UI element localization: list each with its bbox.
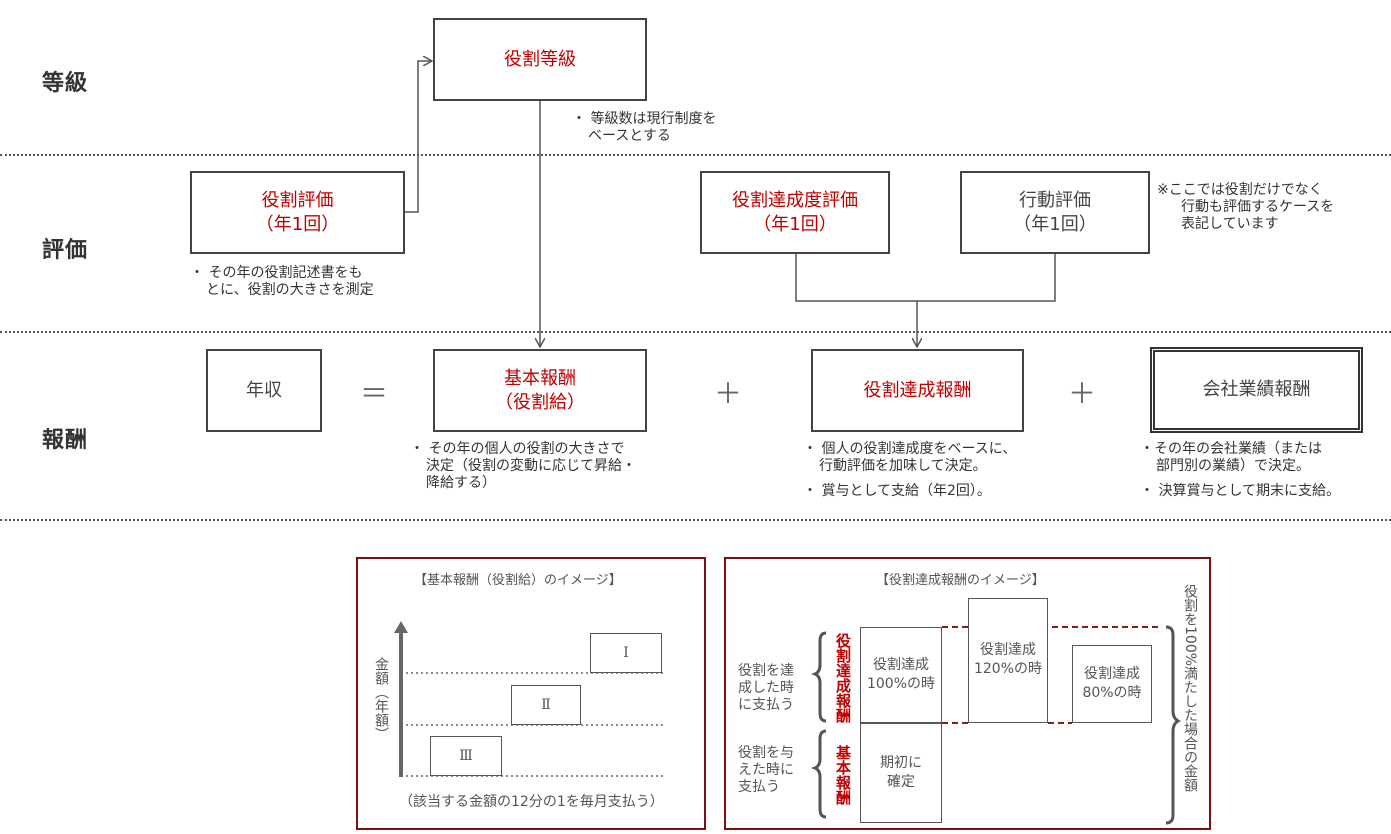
lower-brace (810, 729, 827, 819)
company-pay-note: ・その年の会社業績（または 部門別の業績）で決定。 ・ 決算賞与として期末に支給… (1140, 441, 1340, 500)
base-pay-note-line: 決定（役割の変動に応じて昇給・ (426, 458, 636, 474)
achievement-100-percent: 100%の時 (866, 676, 936, 692)
achievement-pay-image-panel: 【役割達成報酬のイメージ】 役割を達 成した時 に支払う 役割達成報酬 役割を与… (724, 557, 1211, 830)
achievement-80-percent: 80%の時 (1082, 685, 1142, 701)
base-pay-panel-lines (394, 621, 664, 777)
achievement-panel-title: 【役割達成報酬のイメージ】 (876, 573, 1045, 588)
company-performance-pay-label: 会社業績報酬 (1202, 379, 1311, 400)
plus-sign-1: ＋ (714, 377, 743, 410)
side-note-line: 行動も評価するケースを (1181, 199, 1335, 215)
base-pay-note-line: 降給する） (426, 475, 496, 491)
achievement-panel-lines (810, 625, 1181, 825)
role-evaluation-note-line: ・ その年の役割記述書をも (190, 265, 363, 281)
achievement-80-label: 役割達成 (1084, 666, 1140, 682)
base-pay-note-line: ・ その年の個人の役割の大きさで (410, 441, 625, 457)
base-pay-image-panel: 【基本報酬（役割給）のイメージ】 金額（年額） Ⅰ Ⅱ Ⅲ （該当する金額の12… (356, 557, 706, 830)
behavior-evaluation-frequency: （年1回） (1013, 213, 1097, 235)
role-evaluation-note-line: とに、役割の大きさを測定 (206, 282, 374, 298)
lower-tag: 基本報酬 (834, 745, 852, 805)
achievement-pay-label: 役割達成報酬 (863, 379, 972, 401)
achievement-120-label: 役割達成 (980, 642, 1036, 658)
upper-description-line: 成した時 (738, 680, 794, 696)
grade-box-mid: Ⅱ (511, 685, 581, 725)
base-pay-panel-title: 【基本報酬（役割給）のイメージ】 (414, 573, 622, 588)
upper-description-line: 役割を達 (738, 663, 794, 679)
y-axis-label: 金額（年額） (373, 657, 389, 741)
achievement-120-percent: 120%の時 (973, 661, 1043, 677)
annual-income-label: 年収 (246, 379, 282, 401)
base-pay-panel-caption: （該当する金額の12分の1を毎月支払う） (399, 794, 664, 810)
achievement-pay-note-line: ・ 個人の役割達成度をベースに、 (803, 441, 1017, 457)
base-pay-note: ・ その年の個人の役割の大きさで 決定（役割の変動に応じて昇給・ 降給する） (410, 441, 636, 492)
grade-note-line: ベースとする (588, 128, 671, 144)
upper-description-line: に支払う (738, 697, 794, 713)
grade-low-label: Ⅲ (459, 747, 473, 764)
grade-note: ・ 等級数は現行制度を ベースとする (572, 111, 716, 145)
role-grade-box: 役割等級 (433, 18, 647, 101)
fixed-base-box: 期初に 確定 (860, 723, 942, 823)
separator-2 (0, 331, 1391, 333)
connector-achievement-eval (795, 254, 1056, 302)
behavior-evaluation-box: 行動評価 （年1回） (960, 171, 1150, 254)
fixed-base-sublabel: 確定 (887, 774, 915, 790)
full-amount-label: 役割を100%満たした場合の金額 (1182, 584, 1198, 793)
grade-high-label: Ⅰ (623, 644, 629, 661)
equals-sign: ＝ (360, 377, 389, 410)
role-grade-label: 役割等級 (504, 48, 576, 70)
grade-box-high: Ⅰ (590, 633, 662, 673)
y-axis-arrowhead (394, 621, 408, 633)
base-pay-label: 基本報酬 (504, 367, 576, 389)
upper-description: 役割を達 成した時 に支払う (738, 663, 794, 714)
achievement-pay-note-line: 行動評価を加味して決定。 (819, 458, 987, 474)
lower-description: 役割を与 えた時に 支払う (738, 745, 794, 796)
grade-mid-label: Ⅱ (541, 696, 551, 713)
achievement-120-box: 役割達成 120%の時 (968, 598, 1048, 723)
arrow-eval-to-grade (405, 61, 432, 213)
side-note-line: 表記しています (1181, 216, 1279, 232)
section-compensation-label: 報酬 (42, 428, 89, 453)
plus-sign-2: ＋ (1068, 377, 1097, 410)
achievement-100-box: 役割達成 100%の時 (860, 627, 942, 723)
achievement-evaluation-box: 役割達成度評価 （年1回） (700, 171, 890, 254)
base-pay-box: 基本報酬 （役割給） (433, 349, 647, 432)
achievement-evaluation-frequency: （年1回） (753, 213, 837, 235)
separator-1 (0, 154, 1391, 156)
annual-income-box: 年収 (206, 349, 322, 432)
fixed-base-label: 期初に (880, 755, 922, 771)
base-pay-sublabel: （役割給） (495, 391, 585, 413)
lower-description-line: えた時に (738, 762, 794, 778)
achievement-evaluation-label: 役割達成度評価 (732, 189, 858, 211)
achievement-pay-box: 役割達成報酬 (811, 349, 1024, 432)
company-pay-note-line: ・その年の会社業績（または (1140, 441, 1322, 457)
role-evaluation-label: 役割評価 (261, 189, 334, 211)
company-performance-pay-box: 会社業績報酬 (1150, 347, 1363, 433)
right-brace (1165, 625, 1181, 825)
achievement-pay-note-line: ・ 賞与として支給（年2回）。 (803, 483, 991, 499)
company-pay-note-line: ・ 決算賞与として期末に支給。 (1140, 483, 1341, 499)
achievement-80-box: 役割達成 80%の時 (1072, 645, 1152, 723)
section-evaluation-label: 評価 (42, 238, 89, 263)
lower-description-line: 支払う (738, 779, 780, 795)
section-grade-label: 等級 (42, 71, 89, 96)
lower-description-line: 役割を与 (738, 745, 794, 761)
role-evaluation-frequency: （年1回） (255, 213, 340, 235)
evaluation-side-note: ※ここでは役割だけでなく 行動も評価するケースを 表記しています (1157, 182, 1334, 233)
grade-note-line: ・ 等級数は現行制度を (572, 111, 717, 127)
achievement-100-label: 役割達成 (873, 657, 929, 673)
separator-3 (0, 519, 1391, 521)
company-pay-note-line: 部門別の業績）で決定。 (1156, 458, 1310, 474)
achievement-pay-note: ・ 個人の役割達成度をベースに、 行動評価を加味して決定。 ・ 賞与として支給（… (803, 441, 1016, 500)
upper-brace (810, 631, 827, 723)
role-evaluation-box: 役割評価 （年1回） (190, 171, 405, 254)
behavior-evaluation-label: 行動評価 (1019, 189, 1091, 211)
upper-tag: 役割達成報酬 (834, 633, 852, 723)
role-evaluation-note: ・ その年の役割記述書をも とに、役割の大きさを測定 (190, 265, 374, 299)
side-note-line: ※ここでは役割だけでなく (1157, 182, 1323, 198)
grade-box-low: Ⅲ (430, 736, 502, 776)
